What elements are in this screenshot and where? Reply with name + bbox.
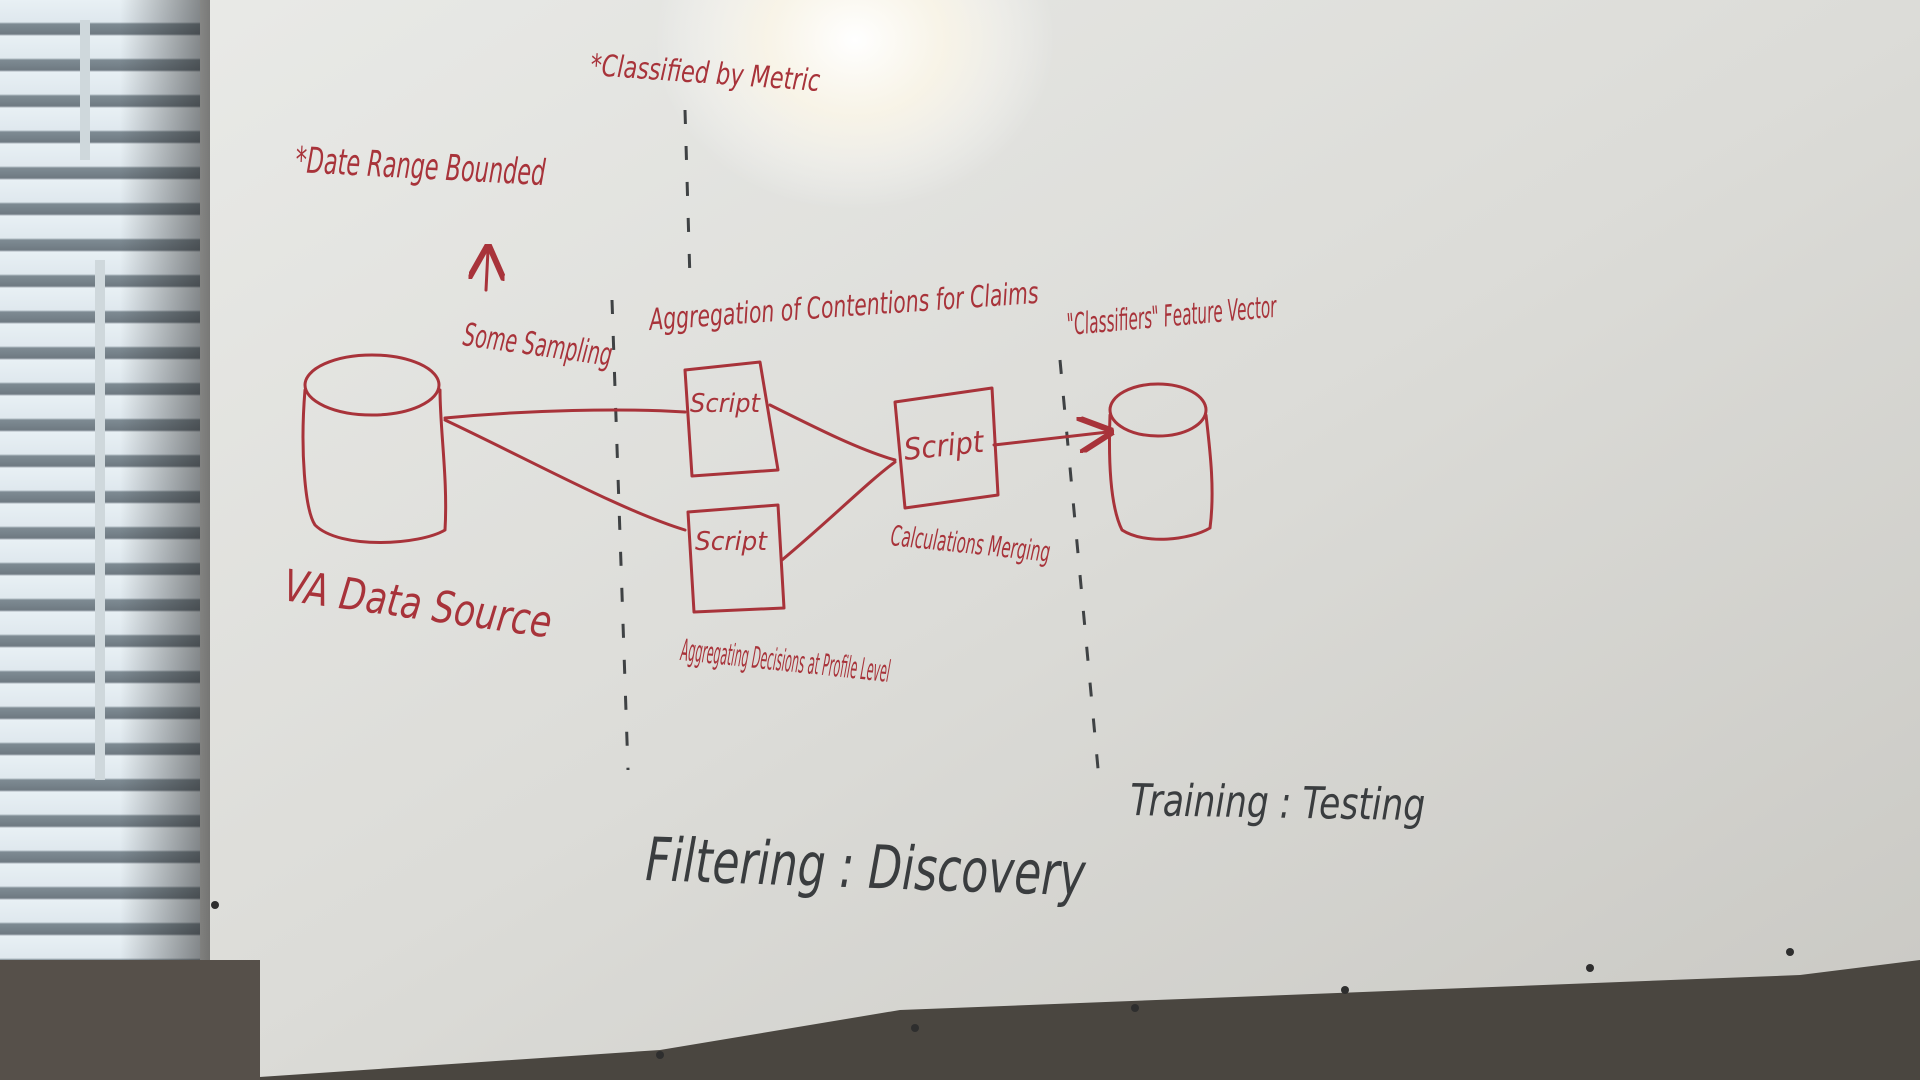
line-top-to-merge: [768, 403, 897, 462]
blind-cord: [95, 260, 105, 780]
arrow-to-feature-vector: [992, 432, 1108, 445]
wall-corner: [0, 960, 260, 1080]
divider-top: [683, 109, 692, 281]
training-testing-label: Training : Testing: [1130, 775, 1426, 831]
script-top-label: Script: [690, 389, 761, 419]
light-glare: [655, 0, 1055, 210]
feature-vector-cylinder: [1108, 382, 1214, 541]
divider-left: [610, 299, 630, 771]
script-box-merge: [893, 386, 1000, 510]
line-source-to-script-top: [443, 408, 687, 420]
blind-cord: [80, 20, 90, 160]
va-data-source-cylinder: [301, 353, 448, 544]
line-source-to-script-bottom: [443, 418, 687, 532]
script-bottom-label: Script: [695, 527, 768, 557]
up-arrow: [486, 250, 488, 292]
script-box-top: [683, 360, 780, 478]
script-box-bottom: [686, 503, 786, 614]
line-bottom-to-merge: [780, 460, 897, 562]
script-merge-label: Script: [902, 425, 986, 468]
filtering-discovery-label: Filtering : Discovery: [644, 825, 1087, 910]
blinds-shadow: [120, 0, 210, 1080]
board-surface: [130, 0, 1920, 1080]
